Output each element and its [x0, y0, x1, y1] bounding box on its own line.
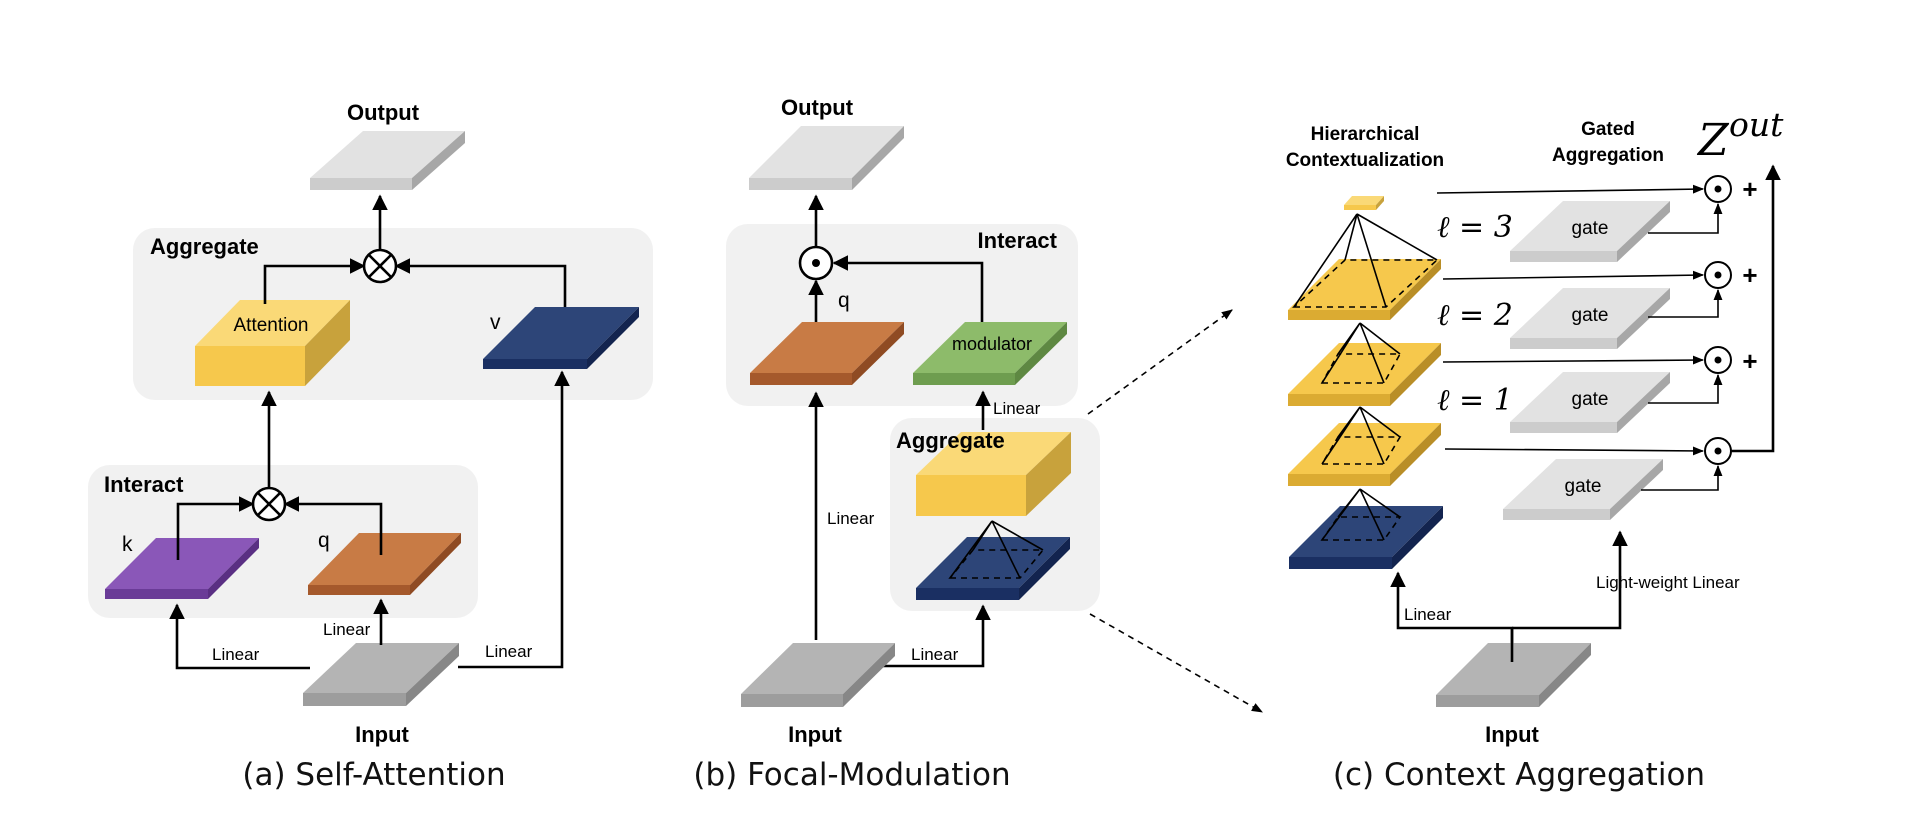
output-slab	[749, 126, 904, 190]
aggregate-label: Aggregate	[150, 234, 259, 259]
odot-node-4	[1704, 437, 1732, 465]
level-0-slab	[1289, 506, 1443, 569]
multiply-node-interact	[251, 486, 287, 522]
panel-focal-modulation: Output Interact q modulator Linear Aggre…	[693, 95, 1263, 793]
panel-self-attention: Output Aggregate Attention v Interact k …	[88, 100, 653, 793]
gate-slab-4	[1503, 459, 1663, 520]
modulation-node	[798, 245, 834, 281]
linear-mod-label: Linear	[993, 399, 1041, 418]
input-slab	[303, 643, 459, 706]
input-slab	[1436, 643, 1591, 707]
caption-context-aggregation: (c) Context Aggregation	[1333, 757, 1705, 793]
k-slab	[105, 538, 259, 599]
level-2-slab	[1288, 343, 1441, 406]
plus-sign-1: +	[1742, 174, 1757, 204]
z-out-superscript: out	[1729, 105, 1784, 144]
level-1-label: ℓ = 1	[1437, 383, 1513, 418]
odot-node-3	[1704, 346, 1732, 374]
z-out-base: Z	[1696, 115, 1730, 166]
level-3-pyramid	[1291, 213, 1440, 308]
gate-label-3: gate	[1572, 389, 1609, 410]
gate-slab-3	[1510, 372, 1670, 433]
gated-title-line1: Gated	[1581, 119, 1635, 140]
aggregate-base-slab	[916, 537, 1070, 600]
gate-slab-1	[1510, 201, 1670, 262]
linear-k-label: Linear	[212, 645, 260, 664]
gated-title-line2: Aggregation	[1552, 145, 1664, 166]
aggregate-label: Aggregate	[896, 428, 1005, 453]
aggregate-block	[916, 432, 1071, 516]
hierarchical-title-line1: Hierarchical	[1311, 124, 1420, 145]
plus-sign-2: +	[1742, 260, 1757, 290]
gate-label-4: gate	[1565, 476, 1602, 497]
level-2-label: ℓ = 2	[1437, 298, 1513, 333]
plus-sign-3: +	[1742, 346, 1757, 376]
level-1-pyramid	[1320, 406, 1402, 465]
interact-label: Interact	[104, 472, 184, 497]
attention-block	[195, 300, 350, 386]
level-2-pyramid	[1320, 322, 1402, 384]
linear-v-label: Linear	[485, 642, 533, 661]
linear-q-label: Linear	[323, 620, 371, 639]
q-label: q	[838, 289, 850, 312]
level-1-slab	[1288, 423, 1441, 486]
input-label: Input	[355, 722, 409, 747]
output-label: Output	[347, 100, 420, 125]
level-3-slab	[1288, 259, 1441, 320]
input-label: Input	[1485, 722, 1539, 747]
linear-agg-label: Linear	[911, 645, 959, 664]
level-0-pyramid	[1320, 488, 1402, 541]
z-out-label: Z out	[1696, 105, 1784, 166]
aggregate-pyramid	[948, 520, 1045, 579]
level-3-label: ℓ = 3	[1437, 210, 1513, 245]
gate-label-1: gate	[1572, 218, 1609, 239]
linear-q-label: Linear	[827, 509, 875, 528]
k-label: k	[122, 533, 133, 556]
input-label: Input	[788, 722, 842, 747]
panel-context-aggregation: Hierarchical Contextualization Gated Agg…	[1286, 105, 1784, 793]
linear-label: Linear	[1404, 605, 1452, 624]
gate-slab-2	[1510, 288, 1670, 349]
interact-label: Interact	[978, 228, 1058, 253]
caption-self-attention: (a) Self-Attention	[242, 757, 505, 793]
multiply-node-aggregate	[362, 248, 398, 284]
lightweight-linear-label: Light-weight Linear	[1596, 573, 1740, 592]
q-slab	[750, 322, 904, 385]
modulator-slab	[913, 322, 1067, 385]
odot-node-1	[1704, 175, 1732, 203]
q-slab	[308, 533, 461, 595]
connections-b	[808, 194, 1263, 713]
input-slab	[741, 643, 895, 707]
output-label: Output	[781, 95, 854, 120]
modulator-label: modulator	[952, 334, 1032, 354]
odot-node-2	[1704, 261, 1732, 289]
v-label: v	[490, 311, 501, 334]
level-top-block	[1344, 196, 1384, 210]
hierarchical-title-line2: Contextualization	[1286, 150, 1444, 171]
caption-focal-modulation: (b) Focal-Modulation	[693, 757, 1010, 793]
output-slab	[310, 131, 465, 190]
attention-label: Attention	[234, 315, 309, 336]
v-slab	[483, 307, 639, 369]
connections-a	[169, 194, 570, 670]
gate-label-2: gate	[1572, 305, 1609, 326]
q-label: q	[318, 529, 330, 552]
